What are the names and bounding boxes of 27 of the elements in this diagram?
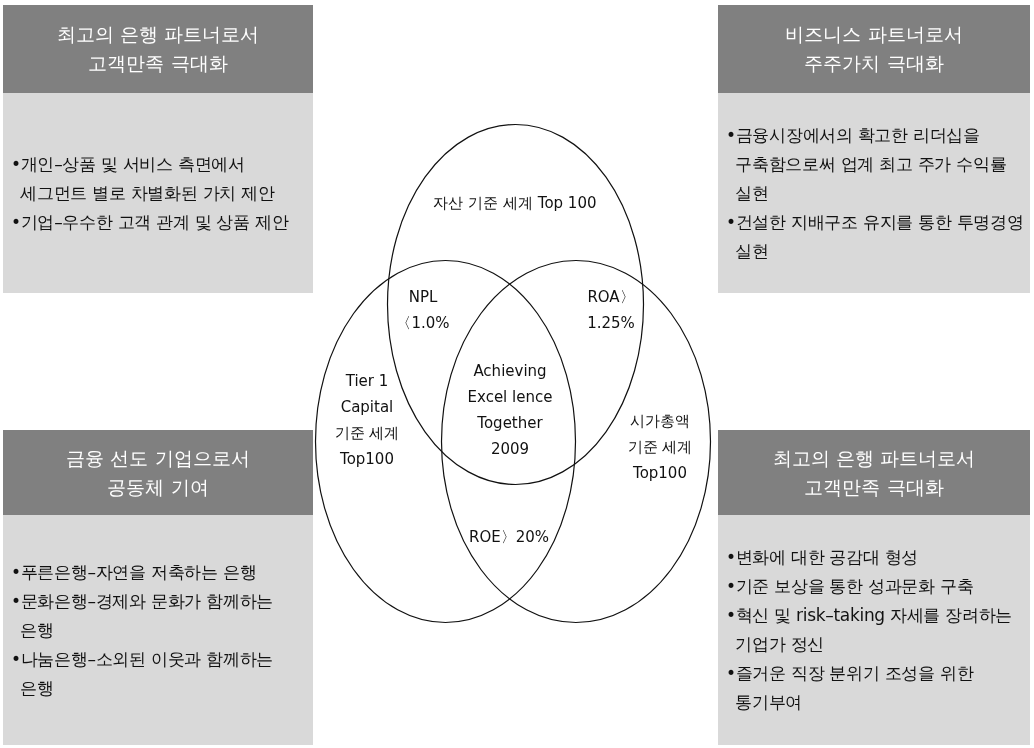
bullet-item: •혁신 및 risk–taking 자세를 장려하는 기업가 정신 [726, 604, 1013, 656]
panel-heading: 금융 선도 기업으로서 공동체 기여 [3, 430, 313, 515]
bullet-item: •금융시장에서의 확고한 리더십을 구축함으로써 업계 최고 주가 수익률 실현 [726, 123, 1008, 205]
bullet-item: •건설한 지배구조 유지를 통한 투명경영 실현 [726, 210, 1024, 263]
metric-label: NPL 〈1.0% [395, 287, 451, 334]
vision-label: Achieving Excel lence Together 2009 [466, 361, 554, 460]
metric-label: ROE〉20% [467, 527, 550, 548]
bullet-item: •변화에 대한 공감대 형성 [726, 546, 920, 569]
bullet-item: •기업–우수한 고객 관계 및 상품 제안 [11, 210, 290, 234]
venn-ellipse [315, 260, 576, 623]
goal-panel [3, 5, 313, 293]
bullet-item: •개인–상품 및 서비스 측면에서 세그먼트 별로 차별화된 가치 제안 [11, 152, 276, 205]
metric-label: ROA〉 1.25% [586, 287, 636, 334]
circle-label: Tier 1 Capital 기준 세계 Top100 [333, 371, 401, 470]
goal-panel [718, 430, 1030, 745]
bullet-item: •문화은행–경제와 문화가 함께하는 은행 [11, 589, 274, 642]
panel-heading: 최고의 은행 파트너로서 고객만족 극대화 [718, 430, 1030, 515]
circle-label: 자산 기준 세계 Top 100 [432, 193, 598, 214]
bullet-item: •나눔은행–소외된 이웃과 함께하는 은행 [11, 647, 274, 700]
bullet-item: •즐거운 직장 분위기 조성을 위한 통기부여 [726, 662, 975, 714]
panel-heading: 비즈니스 파트너로서 주주가치 극대화 [718, 5, 1030, 93]
goal-panel [3, 430, 313, 745]
circle-label: 시가총액 기준 세계 Top100 [626, 411, 694, 484]
bullet-item: •푸른은행–자연을 저축하는 은행 [11, 560, 258, 584]
panel-heading: 최고의 은행 파트너로서 고객만족 극대화 [3, 5, 313, 93]
bullet-item: •기준 보상을 통한 성과문화 구축 [726, 575, 975, 598]
goal-panel [718, 5, 1030, 293]
